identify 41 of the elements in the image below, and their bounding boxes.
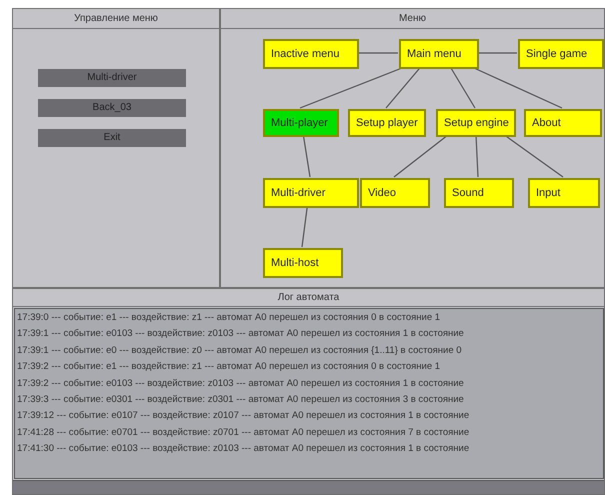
panel [12,8,220,288]
menu-button: Exit [38,129,186,147]
menu-node: Input [528,178,600,208]
connector-line [450,68,476,108]
menu-node: Sound [444,178,514,208]
log-line: 17:39:1 --- событие: e0 --- воздействие: z0 --- автомат A0 перешел из состояния {1..11} в состояние 0 [16,344,462,358]
menu-node: Setup player [348,109,426,137]
log-line: 17:39:1 --- событие: e0103 --- воздействие: z0103 --- автомат A0 перешел из состояния 1 в состояние [16,327,464,342]
panel-header: Управление меню [13,9,219,29]
connector-line [505,136,564,178]
log-line: 17:41:30 --- событие: e0103 --- воздействие: z0103 --- автомат A0 перешел из состояния 1 в состояние [16,442,470,456]
connector-line [302,136,311,178]
log-line: 17:39:2 --- событие: e0103 --- воздействие: z0103 --- автомат A0 перешел из состояния 1 в состояние [16,376,464,391]
log-line: 17:39:3 --- событие: e0301 --- воздействие: z0301 --- автомат A0 перешел из состояния 3 в состояние [16,393,464,408]
panel-header: Лог автомата [13,289,604,307]
menu-button: Multi-driver [38,69,186,87]
connector-line [358,52,398,54]
menu-node: Multi-driver [263,178,359,208]
log-line: 17:39:0 --- событие: e1 --- воздействие: z1 --- автомат A0 перешел из состояния 0 в состояние 1 [16,311,440,325]
connector-line [386,68,420,108]
menu-node: Inactive menu [263,39,359,69]
menu-node: About [524,109,602,137]
connector-line [478,52,517,54]
connector-line [474,67,562,109]
menu-node: Single game [518,39,604,69]
menu-node: Setup engine [436,109,516,137]
menu-button: Back_03 [38,99,186,117]
menu-node: Multi-host [263,248,343,278]
connector-line [394,136,448,178]
panel-header: Меню [221,9,604,29]
connector-line [300,67,402,109]
menu-node: Video [360,178,430,208]
menu-node: Main menu [399,39,479,69]
log-line: 17:39:2 --- событие: e1 --- воздействие: z1 --- автомат A0 перешел из состояния 0 в состояние 1 [16,360,440,374]
log-panel [12,288,605,495]
connector-line [301,206,308,248]
log-line: 17:41:28 --- событие: e0701 --- воздействие: z0701 --- автомат A0 перешел из состояния 7 в состояние [16,426,470,440]
connector-line [475,136,479,178]
log-line: 17:39:12 --- событие: e0107 --- воздействие: z0107 --- автомат A0 перешел из состояния 1 в состояние [16,409,470,424]
menu-node: Multi-player [263,109,339,137]
panel [220,8,605,288]
